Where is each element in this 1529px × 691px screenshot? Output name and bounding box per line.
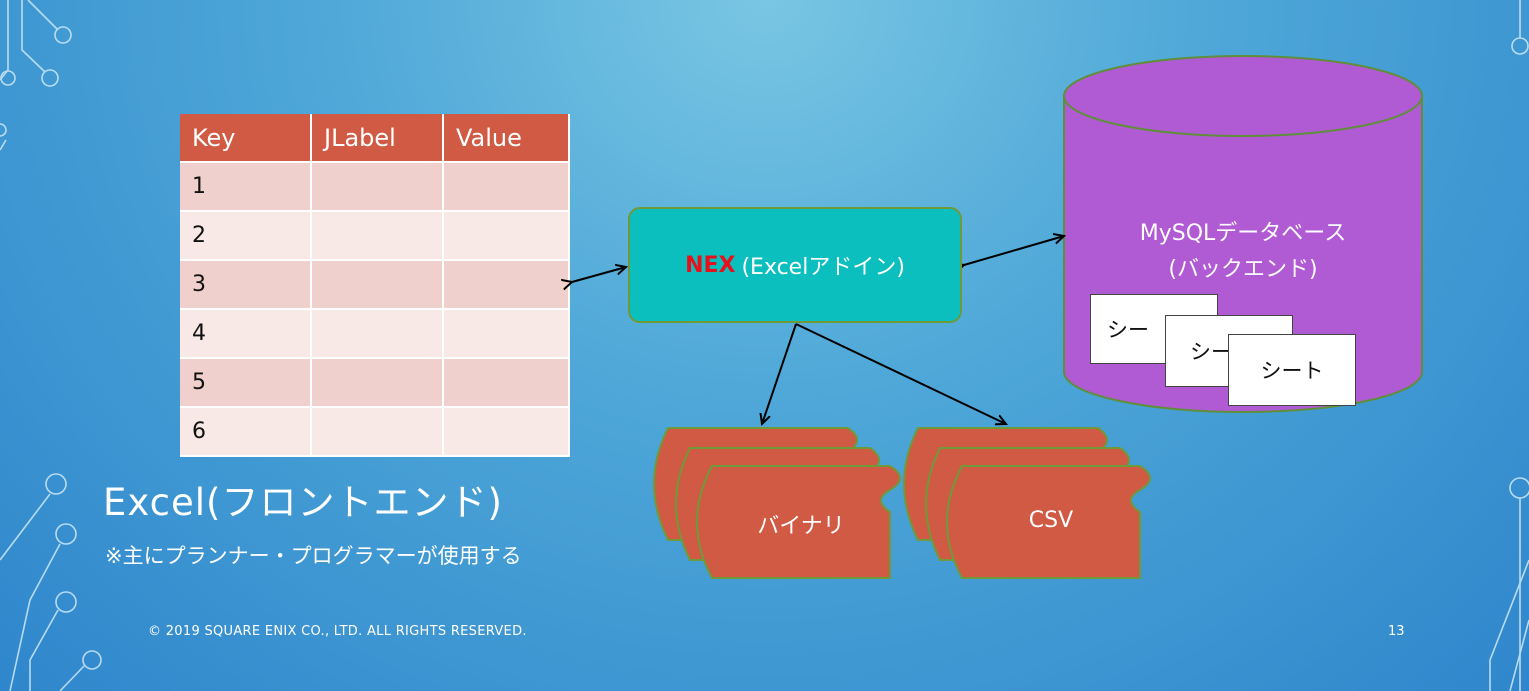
table-cell: 1: [180, 162, 312, 212]
table-cell: 2: [180, 211, 312, 261]
sheet-label: シート: [1260, 359, 1324, 383]
column-header-jlabel: JLabel: [311, 114, 444, 163]
arrow-addin-binary: [762, 323, 797, 424]
table-row: 6: [180, 407, 570, 457]
table-cell: [311, 407, 444, 457]
excel-table: Key JLabel Value 1 2 3 4 5: [180, 114, 570, 457]
binary-file-stack: [653, 427, 901, 579]
table-cell: [311, 162, 444, 212]
column-header-key: Key: [180, 114, 312, 163]
table-cell: [311, 211, 444, 261]
database-subtitle: (バックエンド): [1168, 257, 1318, 282]
table-row: 1: [180, 162, 570, 212]
table-cell: [311, 260, 444, 310]
database-label: MySQLデータベース (バックエンド): [1064, 216, 1422, 288]
frontend-note: ※主にプランナー・プログラマーが使用する: [105, 544, 522, 568]
addin-description: (Excelアドイン): [741, 255, 905, 280]
table-row: 3: [180, 260, 570, 310]
arrow-addin-database: [964, 236, 1064, 265]
table-row: 2: [180, 211, 570, 261]
addin-box: NEX (Excelアドイン): [628, 207, 962, 323]
table-cell: [443, 162, 570, 212]
table-cell: 3: [180, 260, 312, 310]
copyright-footer: © 2019 SQUARE ENIX CO., LTD. ALL RIGHTS …: [148, 624, 527, 639]
arrow-addin-csv: [795, 323, 1006, 424]
table-cell: [443, 358, 570, 408]
table-cell: 6: [180, 407, 312, 457]
csv-file-stack: [903, 427, 1151, 579]
table-cell: 4: [180, 309, 312, 359]
table-cell: [311, 309, 444, 359]
arrow-table-addin: [572, 267, 626, 282]
table-cell: [311, 358, 444, 408]
database-title: MySQLデータベース: [1139, 221, 1347, 246]
column-header-value: Value: [443, 114, 570, 163]
table-cell: [443, 211, 570, 261]
table-row: 5: [180, 358, 570, 408]
frontend-label: Excel(フロントエンド): [103, 481, 503, 524]
table-cell: 5: [180, 358, 312, 408]
sheet-label: シー: [1190, 340, 1232, 364]
binary-label: バイナリ: [757, 514, 845, 539]
table-row: 4: [180, 309, 570, 359]
sheet-card: シート: [1228, 334, 1356, 406]
csv-label: CSV: [1028, 508, 1074, 533]
table-header-row: Key JLabel Value: [180, 114, 570, 163]
sheet-label: シー: [1107, 318, 1149, 342]
table-cell: [443, 407, 570, 457]
table-cell: [443, 260, 570, 310]
addin-name: NEX: [685, 252, 736, 278]
table-cell: [443, 309, 570, 359]
page-number: 13: [1388, 624, 1405, 639]
